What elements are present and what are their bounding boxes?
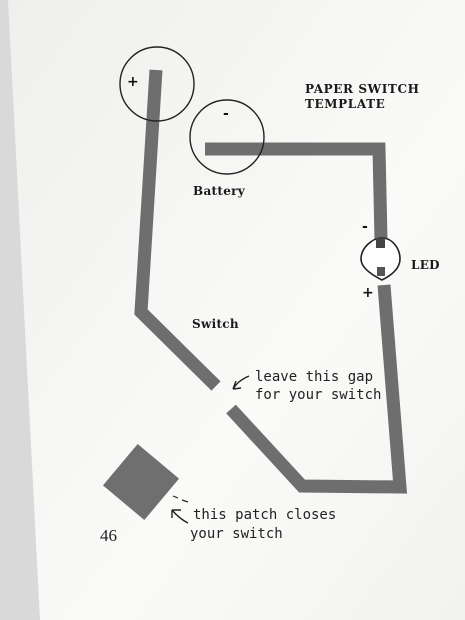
switch-label: Switch <box>192 317 239 331</box>
right-trace-bottom <box>226 284 408 494</box>
left-trace <box>134 69 221 391</box>
switch-patch <box>102 443 180 521</box>
battery-minus-circle <box>189 99 265 175</box>
patch-note-line-2: your switch <box>190 526 283 542</box>
led-minus-sign: - <box>362 219 368 235</box>
gap-note-line-1: leave this gap <box>255 369 374 385</box>
gap-arrow <box>232 375 250 390</box>
right-trace-top <box>205 142 388 241</box>
led-lead-light <box>377 267 385 276</box>
battery-minus-sign: - <box>223 106 229 122</box>
battery-label: Battery <box>193 184 246 198</box>
led-plus-sign: + <box>362 285 374 301</box>
patch-dash-1 <box>181 499 189 503</box>
patch-dash-2 <box>172 495 179 499</box>
battery-plus-sign: + <box>127 74 139 90</box>
led-label: LED <box>411 258 440 272</box>
led-lead-dark <box>376 238 385 248</box>
patch-arrow <box>171 509 189 524</box>
gap-note-line-2: for your switch <box>255 387 382 403</box>
page-number: 46 <box>100 526 117 545</box>
patch-note-line-1: this patch closes <box>193 507 337 523</box>
led-symbol <box>360 237 401 281</box>
title-line-1: PAPER SWITCH <box>305 82 420 96</box>
battery-plus-circle <box>119 46 195 122</box>
title-line-2: TEMPLATE <box>305 97 386 111</box>
